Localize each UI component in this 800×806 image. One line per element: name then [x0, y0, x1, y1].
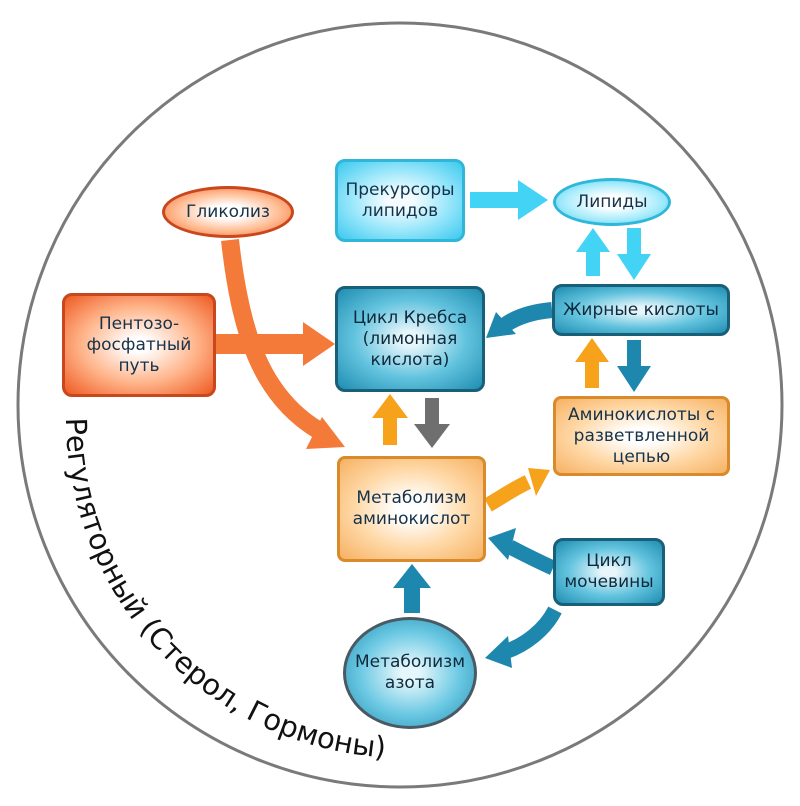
node-fatty-acids: Жирные кислоты [552, 284, 730, 336]
node-lipid-precursors-label: Прекурсоры липидов [345, 179, 455, 221]
node-branched-amino-acids: Аминокислоты с разветвленной цепью [553, 396, 730, 476]
node-krebs-label: Цикл Кребса (лимонная кислота) [352, 307, 468, 370]
arrow-lipids-to-fatty-acids [617, 228, 651, 280]
arrow-amino-to-krebs [372, 394, 408, 445]
node-glycolysis-label: Гликолиз [186, 201, 270, 222]
node-glycolysis: Гликолиз [162, 186, 294, 238]
node-amino-metabolism-label: Метаболизм аминокислот [352, 488, 471, 529]
arrow-amino-to-bcaa [484, 468, 550, 512]
arrow-glycolysis-to-amino-metabolism [221, 239, 345, 449]
node-urea-cycle: Цикл мочевины [553, 538, 665, 606]
node-lipid-precursors: Прекурсоры липидов [335, 159, 465, 242]
node-amino-acid-metabolism: Метаболизм аминокислот [337, 456, 486, 562]
node-urea-cycle-label: Цикл мочевины [564, 551, 654, 592]
arrow-nitrogen-to-amino [393, 564, 431, 613]
arrow-bcaa-to-fatty-acids [575, 338, 609, 388]
node-pentose-label: Пентозо- фосфатный путь [86, 313, 192, 376]
node-nitrogen-metabolism: Метаболизм азота [343, 617, 477, 729]
arrow-urea-to-amino [488, 528, 557, 575]
node-lipids: Липиды [553, 178, 671, 226]
arrow-urea-to-nitrogen [485, 606, 562, 668]
node-krebs-cycle: Цикл Кребса (лимонная кислота) [335, 286, 485, 392]
node-pentose-phosphate: Пентозо- фосфатный путь [62, 293, 216, 397]
node-bcaa-label: Аминокислоты с разветвленной цепью [567, 404, 716, 467]
outer-ring [16, 21, 784, 789]
arrow-fatty-acids-to-bcaa [617, 340, 651, 392]
arrow-pentose-to-krebs [215, 322, 335, 366]
arrow-krebs-to-amino [414, 398, 450, 448]
arrow-fatty-acids-to-lipids [576, 228, 610, 276]
node-lipids-label: Липиды [576, 191, 648, 212]
arrow-precursors-to-lipids [470, 180, 548, 220]
arrow-fatty-acids-to-krebs [486, 302, 553, 338]
node-nitrogen-label: Метаболизм азота [354, 652, 466, 693]
node-fatty-acids-label: Жирные кислоты [563, 299, 719, 320]
